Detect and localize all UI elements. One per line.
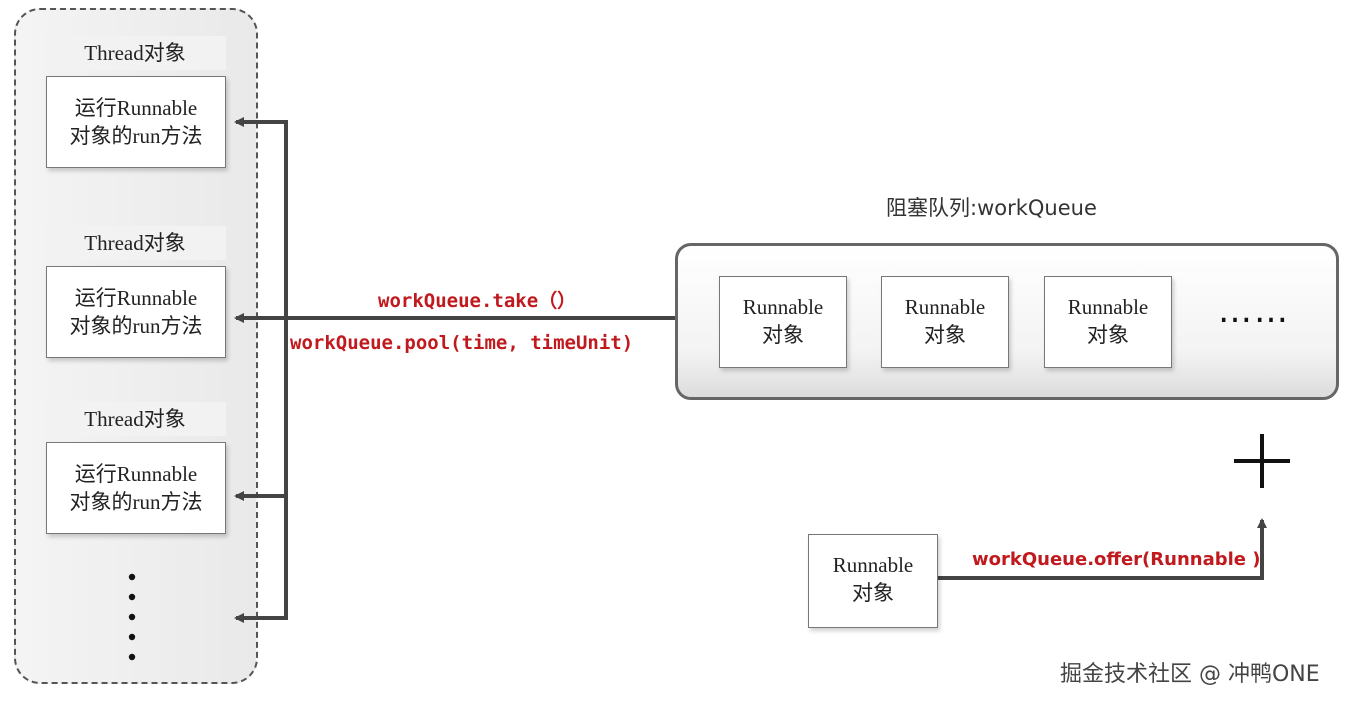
new-runnable-line2: 对象: [852, 581, 894, 605]
thread-task-line2: 对象的run方法: [69, 490, 203, 514]
thread-title: Thread对象: [44, 36, 226, 70]
thread-task-box: 运行Runnable 对象的run方法: [46, 266, 226, 358]
queue-item-line2: 对象: [762, 323, 804, 347]
queue-item-line2: 对象: [924, 323, 966, 347]
thread-task-line2: 对象的run方法: [69, 124, 203, 148]
offer-arrow: [938, 518, 1267, 580]
thread-task-line1: 运行Runnable: [74, 286, 198, 310]
thread-title: Thread对象: [44, 402, 226, 436]
queue-item-line2: 对象: [1087, 323, 1129, 347]
thread-task-line1: 运行Runnable: [74, 462, 198, 486]
plus-icon: [1234, 434, 1290, 488]
thread-task-line2: 对象的run方法: [69, 314, 203, 338]
poll-method-label: workQueue.pool(time, timeUnit): [290, 332, 634, 354]
watermark: 掘金技术社区 @ 冲鸭ONE: [1060, 662, 1320, 687]
thread-task-box: 运行Runnable 对象的run方法: [46, 442, 226, 534]
queue-item: Runnable 对象: [881, 276, 1009, 368]
queue-item-line1: Runnable: [904, 295, 986, 319]
thread-title: Thread对象: [44, 226, 226, 260]
take-method-label: workQueue.take（）: [378, 290, 577, 312]
new-runnable-box: Runnable 对象: [808, 534, 938, 628]
queue-more-ellipsis: ……: [1218, 291, 1290, 331]
queue-item-line1: Runnable: [1067, 295, 1149, 319]
queue-title: 阻塞队列:workQueue: [886, 196, 1097, 220]
queue-item-line1: Runnable: [742, 295, 824, 319]
thread-task-line1: 运行Runnable: [74, 96, 198, 120]
queue-item: Runnable 对象: [719, 276, 847, 368]
offer-method-label: workQueue.offer(Runnable ): [972, 549, 1261, 570]
thread-task-box: 运行Runnable 对象的run方法: [46, 76, 226, 168]
more-threads-dots-icon: [128, 573, 136, 661]
queue-item: Runnable 对象: [1044, 276, 1172, 368]
new-runnable-line1: Runnable: [832, 553, 914, 577]
